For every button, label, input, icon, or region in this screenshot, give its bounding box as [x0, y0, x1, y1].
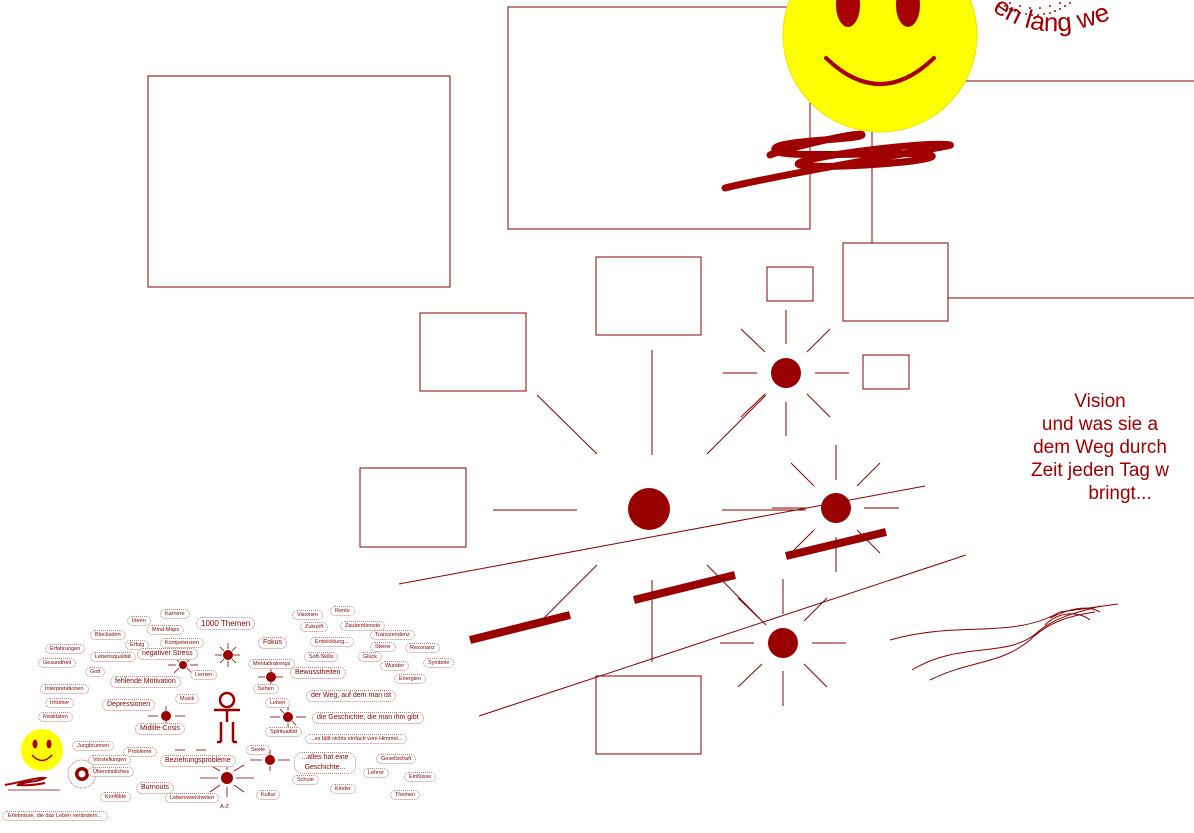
- mini-tag: Zukunft: [300, 622, 328, 632]
- mini-tag: Erlebnisse, die das Leben verändern...: [2, 811, 108, 821]
- mini-tag: Depressionen: [102, 699, 155, 711]
- mini-tag: ...alles hat eine Geschichte...: [294, 752, 356, 774]
- mini-tag: Glück: [358, 652, 382, 662]
- mini-tag: Kinder: [330, 784, 356, 794]
- mini-tag: Konflikte: [100, 792, 131, 802]
- frame-large-left: [148, 76, 450, 287]
- mini-tag: Schule: [292, 775, 319, 785]
- mini-tag: Gesundheit: [38, 658, 76, 668]
- vision-line: bringt...: [970, 482, 1194, 505]
- mini-tag: Wunder: [380, 661, 409, 671]
- mini-tag: Ideen: [127, 616, 151, 626]
- mini-tag: Vorstellungen: [88, 755, 131, 765]
- mini-tag: Entwicklung...: [310, 637, 354, 647]
- mini-tag: Lebensweisheiten: [165, 793, 219, 803]
- mini-tag: Blockaden: [90, 630, 126, 640]
- mini-tag: 1000 Themen: [196, 617, 255, 630]
- vision-line: Vision: [970, 390, 1194, 413]
- vision-line: Zeit jeden Tag w: [970, 459, 1194, 482]
- root-lines: [890, 604, 1118, 680]
- mini-tag: Transzendenz: [370, 630, 415, 640]
- mini-tag: Bewusstheiten: [290, 667, 346, 679]
- frame-small-5: [863, 355, 909, 389]
- mini-tag: Kultur: [256, 790, 280, 800]
- vision-line: dem Weg durch: [970, 436, 1194, 459]
- frame-small-1: [596, 257, 701, 335]
- mini-tag: Visionen: [292, 610, 323, 620]
- mini-tag: Themen: [390, 790, 420, 800]
- mini-tag: Mind-Maps: [147, 625, 184, 635]
- frame-small-2: [767, 267, 813, 301]
- frame-small-6: [360, 468, 466, 547]
- frame-small-4: [420, 313, 526, 391]
- thick-bars: [470, 532, 886, 640]
- mini-tag: Übersinnliches: [88, 767, 134, 777]
- frame-small-3: [843, 243, 948, 321]
- mini-tag: die Geschichte, die man ihm gibt: [312, 712, 424, 724]
- mini-tag: Einflüsse: [404, 772, 436, 782]
- mini-tag: Fokus: [258, 637, 287, 649]
- mini-tag: Steine: [370, 642, 396, 652]
- mini-tag: Irrtümer: [45, 698, 74, 708]
- mini-tag: Sehen: [253, 684, 279, 694]
- mini-tag: Lebensqualität: [90, 652, 136, 662]
- mini-tag: Rente: [330, 606, 355, 616]
- mini-tag: Spiritualität: [265, 727, 302, 737]
- mini-tag: Erfahrungen: [45, 644, 85, 654]
- mini-tag: Realitäten: [38, 712, 73, 722]
- frame-top-center: [508, 7, 810, 229]
- mini-tag: Leben: [265, 698, 290, 708]
- squiggle-scribble: [725, 134, 950, 188]
- mini-person-icon: [214, 693, 240, 742]
- mini-tag: Musik: [175, 694, 199, 704]
- sun-upper-right: [723, 310, 849, 436]
- mini-tag: der Weg, auf dem man ist: [306, 690, 396, 702]
- sun-mid-right: [772, 445, 899, 572]
- mini-smiley-icon: [21, 729, 63, 771]
- mini-tag: Interpretationen: [40, 684, 89, 694]
- smiley-sun: [783, 0, 977, 132]
- arc-text: en lang we: [989, 0, 1114, 37]
- mini-tag: Midlife-Crisis: [135, 723, 185, 735]
- mini-tag: Karriere: [160, 609, 190, 619]
- mini-tag: Symbole: [423, 658, 454, 668]
- vision-text-block: Vision und was sie a dem Weg durch Zeit …: [970, 390, 1194, 505]
- mini-tag: A-Z: [216, 803, 233, 811]
- mini-tag: Gesellschaft: [376, 754, 416, 764]
- big-sun-burst: [493, 395, 806, 625]
- mini-tag: Lernen: [190, 670, 217, 680]
- mini-scribble: [5, 778, 45, 785]
- mini-tag: Resonanz: [405, 643, 440, 653]
- mini-map-thumbnail: Karriere Ideen 1000 Themen Visionen Rent…: [0, 600, 470, 833]
- mini-tag: Gott: [85, 667, 105, 677]
- mini-tag: ...es fällt nichts einfach vom Himmel...: [305, 734, 407, 744]
- frame-small-7: [596, 676, 701, 754]
- mini-tag: fehlende Motivation: [110, 676, 181, 688]
- mini-tag: negativer Stress: [137, 648, 198, 660]
- mini-tag: Beziehungsprobleme: [160, 755, 236, 767]
- mini-tag: Soft-Skills: [304, 652, 338, 662]
- mini-tag: Energien: [394, 674, 426, 684]
- mini-tag: Lehrer: [363, 768, 389, 778]
- vision-line: und was sie a: [970, 413, 1194, 436]
- mini-tag: Seele: [246, 745, 270, 755]
- mini-tag: Kompetenzen: [160, 638, 204, 648]
- mini-tag: Jungbrunnen: [72, 741, 114, 751]
- mini-tag: Mentaltrainings: [248, 659, 295, 669]
